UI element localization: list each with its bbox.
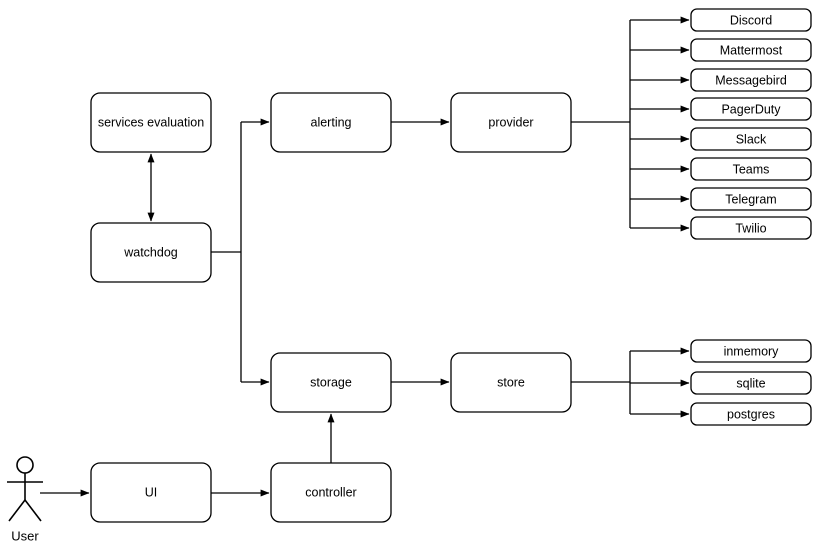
leaf-postgres-box[interactable] xyxy=(690,402,812,426)
actor-leg-right-icon xyxy=(24,499,42,522)
leaf-twilio-box[interactable] xyxy=(690,216,812,240)
node-storage-label: storage xyxy=(310,375,352,389)
node-controller[interactable]: controller xyxy=(270,462,392,523)
edges-layer xyxy=(40,20,631,497)
leaf-sqlite-label: sqlite xyxy=(736,376,765,390)
leaf-inmemory[interactable]: inmemory xyxy=(630,339,812,363)
leaf-postgres[interactable]: postgres xyxy=(630,402,812,426)
leaf-telegram[interactable]: Telegram xyxy=(630,187,812,211)
leaf-teams-label: Teams xyxy=(733,162,770,176)
leaf-messagebird-label: Messagebird xyxy=(715,73,787,87)
leaf-sqlite[interactable]: sqlite xyxy=(630,371,812,395)
leaf-pagerduty-box[interactable] xyxy=(690,97,812,121)
node-alerting[interactable]: alerting xyxy=(270,92,392,153)
node-ui-box[interactable] xyxy=(90,462,212,523)
actor-user-label: User xyxy=(11,528,39,543)
node-provider[interactable]: provider xyxy=(450,92,572,153)
leaf-postgres-label: postgres xyxy=(727,407,775,421)
node-services-evaluation[interactable]: services evaluation xyxy=(90,92,212,153)
leaf-discord[interactable]: Discord xyxy=(630,8,812,32)
leaf-inmemory-box[interactable] xyxy=(690,339,812,363)
node-alerting-label: alerting xyxy=(311,115,352,129)
node-controller-label: controller xyxy=(305,485,356,499)
node-storage-box[interactable] xyxy=(270,352,392,413)
node-services-evaluation-label: services evaluation xyxy=(98,115,204,129)
node-watchdog-label: watchdog xyxy=(123,245,178,259)
leaf-pagerduty[interactable]: PagerDuty xyxy=(630,97,812,121)
node-ui[interactable]: UI xyxy=(90,462,212,523)
node-provider-label: provider xyxy=(488,115,533,129)
leaf-discord-box[interactable] xyxy=(690,8,812,32)
leaf-twilio[interactable]: Twilio xyxy=(630,216,812,240)
leaf-telegram-label: Telegram xyxy=(725,192,776,206)
leaf-sqlite-box[interactable] xyxy=(690,371,812,395)
leaf-inmemory-label: inmemory xyxy=(724,344,780,358)
leaf-messagebird-box[interactable] xyxy=(690,68,812,92)
leaf-mattermost[interactable]: Mattermost xyxy=(630,38,812,62)
node-watchdog[interactable]: watchdog xyxy=(90,222,212,283)
leaf-mattermost-box[interactable] xyxy=(690,38,812,62)
leaf-twilio-label: Twilio xyxy=(735,221,766,235)
leaf-mattermost-label: Mattermost xyxy=(720,43,783,57)
leaf-pagerduty-label: PagerDuty xyxy=(721,102,781,116)
nodes-layer: services evaluation watchdog alerting pr… xyxy=(90,92,572,523)
leaf-teams[interactable]: Teams xyxy=(630,157,812,181)
node-services-evaluation-box[interactable] xyxy=(90,92,212,153)
actor-leg-left-icon xyxy=(8,499,26,522)
leaf-teams-box[interactable] xyxy=(690,157,812,181)
leaf-slack-label: Slack xyxy=(736,132,767,146)
actor-head-icon xyxy=(16,456,34,474)
leaf-telegram-box[interactable] xyxy=(690,187,812,211)
actor-user[interactable]: User xyxy=(7,456,43,543)
leaf-slack[interactable]: Slack xyxy=(630,127,812,151)
node-store[interactable]: store xyxy=(450,352,572,413)
node-watchdog-box[interactable] xyxy=(90,222,212,283)
node-ui-label: UI xyxy=(145,485,158,499)
node-store-box[interactable] xyxy=(450,352,572,413)
node-storage[interactable]: storage xyxy=(270,352,392,413)
node-alerting-box[interactable] xyxy=(270,92,392,153)
node-provider-box[interactable] xyxy=(450,92,572,153)
provider-targets-layer: Discord Mattermost Messagebird PagerDuty xyxy=(630,8,812,240)
leaf-slack-box[interactable] xyxy=(690,127,812,151)
leaf-discord-label: Discord xyxy=(730,13,772,27)
node-store-label: store xyxy=(497,375,525,389)
node-controller-box[interactable] xyxy=(270,462,392,523)
leaf-messagebird[interactable]: Messagebird xyxy=(630,68,812,92)
store-targets-layer: inmemory sqlite postgres xyxy=(630,339,812,426)
